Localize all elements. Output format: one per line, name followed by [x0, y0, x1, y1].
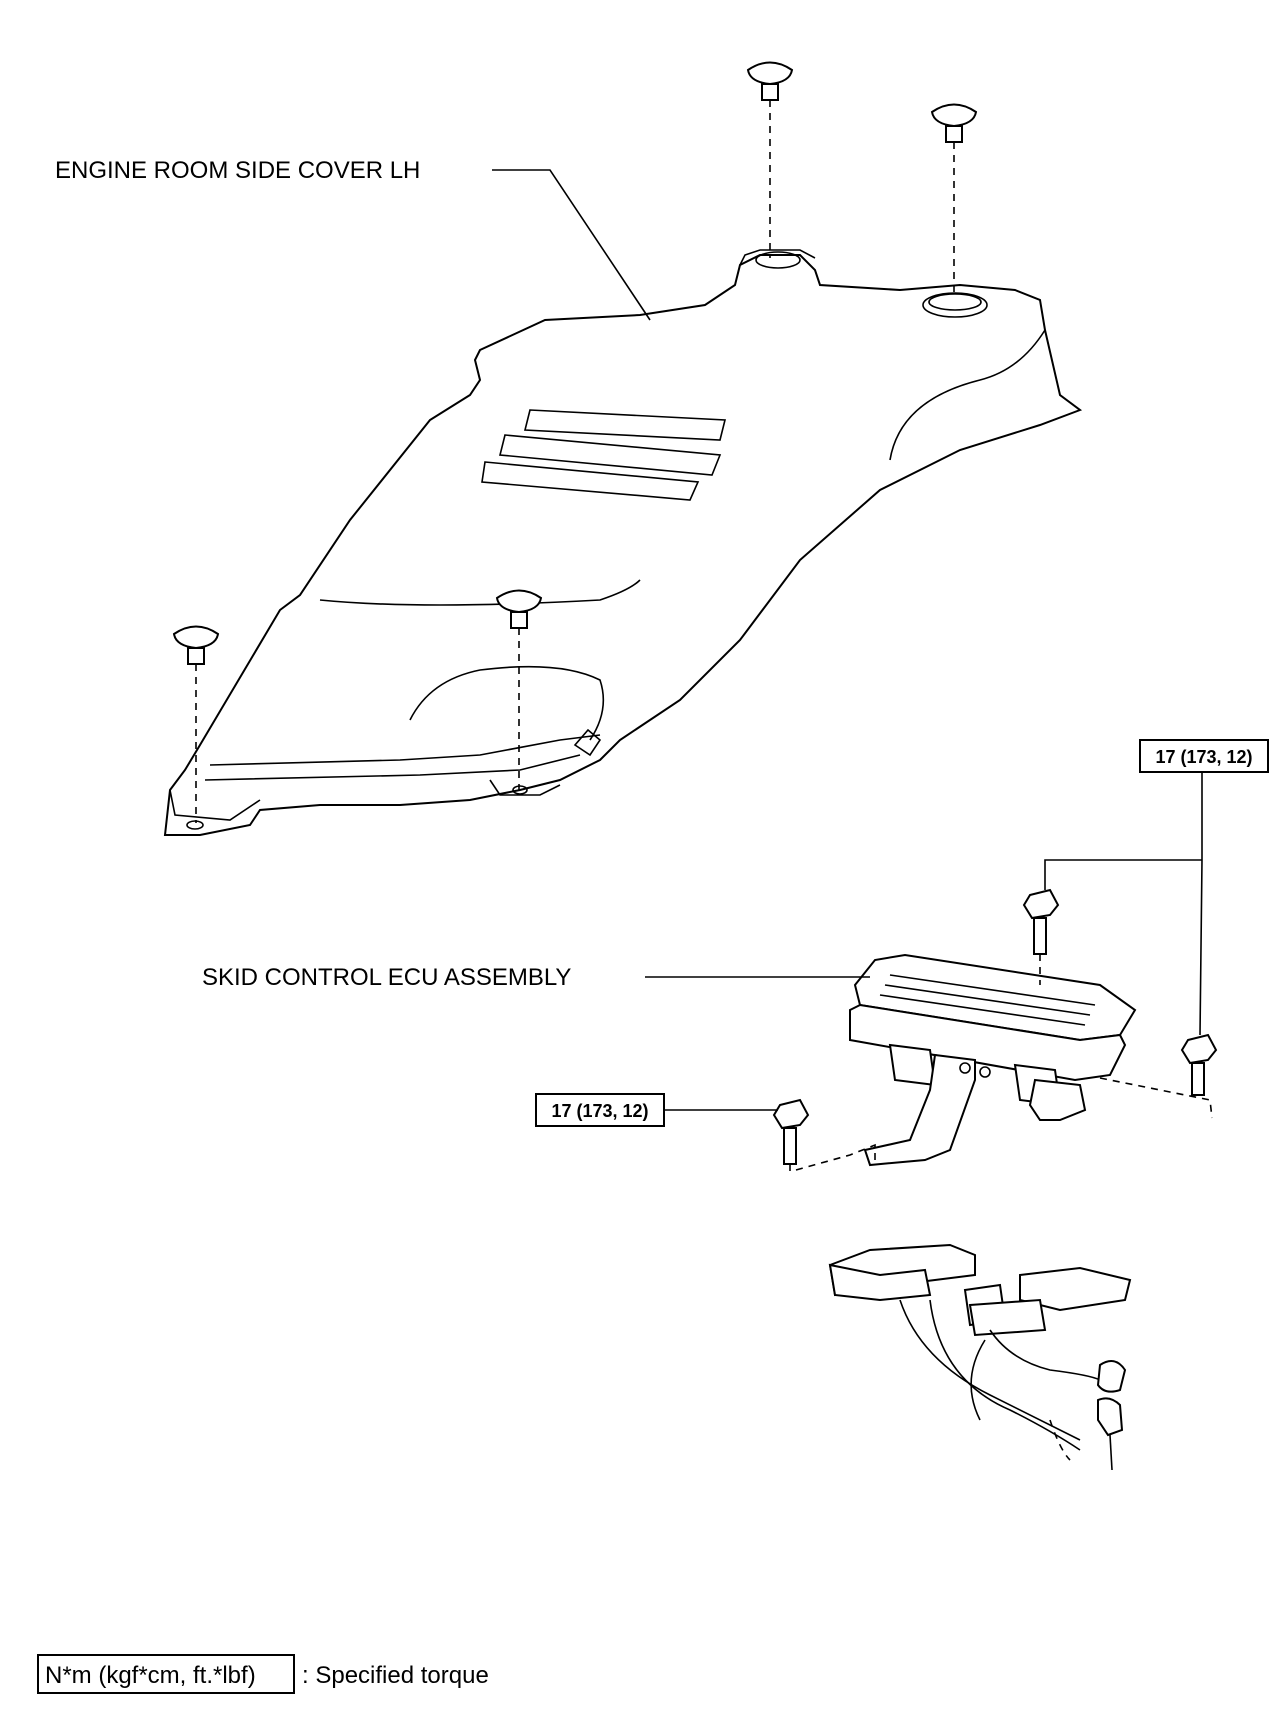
skid-ecu-label: SKID CONTROL ECU ASSEMBLY [202, 964, 571, 991]
ecu-bolt-right [1099, 1033, 1218, 1119]
torque-upper-label: 17 (173, 12) [1155, 747, 1252, 767]
clip-top [746, 61, 794, 258]
ecu-bolt-left [772, 1098, 876, 1175]
torque-box-lower [535, 1093, 665, 1127]
engine-room-side-cover [163, 249, 1083, 836]
legend-description: : Specified torque [302, 1662, 489, 1689]
wire-harness-connectors [828, 1243, 1132, 1471]
clip-right [930, 103, 978, 298]
legend-unit-box [37, 1654, 295, 1694]
engine-cover-label: ENGINE ROOM SIDE COVER LH [55, 157, 420, 184]
ecu-bolt-top [1022, 888, 1060, 985]
clip-center [495, 589, 543, 790]
torque-lower-label: 17 (173, 12) [551, 1101, 648, 1121]
clip-left [172, 625, 220, 823]
torque-box-upper [1139, 739, 1269, 773]
torque-upper-leader [1044, 772, 1203, 1036]
skid-control-ecu [849, 953, 1137, 1167]
engine-cover-leader [492, 169, 651, 321]
legend-unit: N*m (kgf*cm, ft.*lbf) [45, 1662, 256, 1689]
